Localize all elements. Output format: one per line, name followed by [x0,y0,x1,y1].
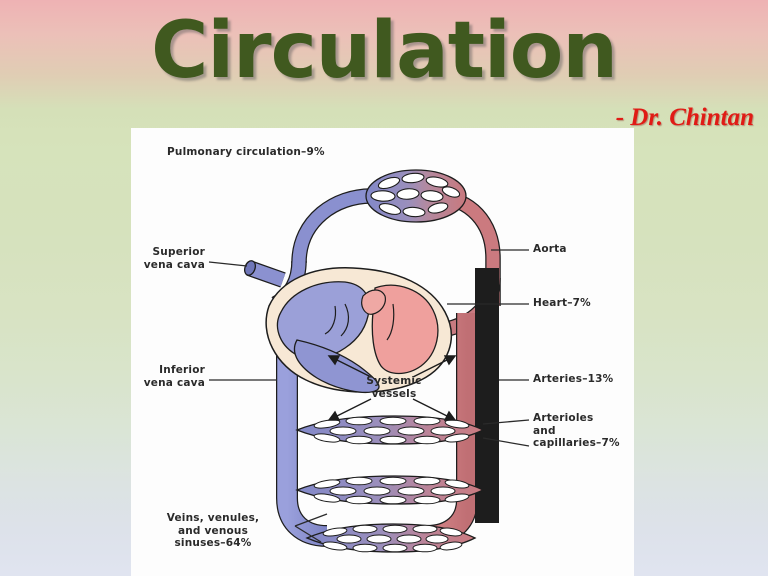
circulation-diagram [208,169,530,553]
label-heart: Heart–7% [533,297,591,309]
systemic-capillary-beds [295,415,485,553]
label-pulmonary-circulation: Pulmonary circulation–9% [167,146,325,158]
label-veins-venules-sinuses: Veins, venules, and venous sinuses–64% [166,512,260,549]
heart-organ [265,267,453,393]
capillary-bed-upper [295,415,485,445]
capillary-bed-middle [295,475,485,505]
label-aorta: Aorta [533,243,567,255]
pulmonary-capillary-bed [365,169,467,223]
figure-panel: Pulmonary circulation–9% Superior vena c… [131,128,634,576]
label-systemic-vessels: Systemic vessels [366,375,422,400]
capillary-bed-lower [305,523,477,553]
label-superior-vena-cava: Superior vena cava [143,246,205,271]
label-arterioles-and-capillaries: Arterioles and capillaries–7% [533,412,620,449]
label-arteries: Arteries–13% [533,373,614,385]
systemic-vessels-arrows [327,355,457,421]
author-attribution: - Dr. Chintan [615,104,754,131]
label-inferior-vena-cava: Inferior vena cava [143,364,205,389]
page-title: Circulation [151,6,618,96]
leader-lines [208,249,530,543]
superior-vena-cava-vessel [243,260,286,288]
